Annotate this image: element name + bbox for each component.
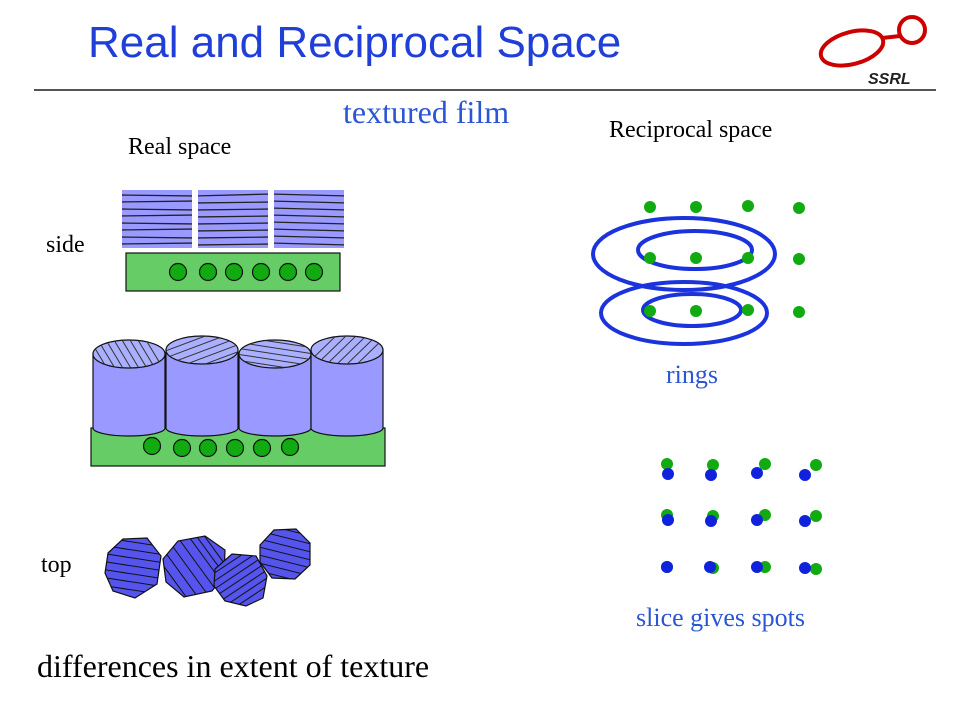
ssrl-logo: SSRL xyxy=(818,15,927,88)
reciprocal-spots-rings xyxy=(644,200,805,318)
slice-spots-label: slice gives spots xyxy=(636,603,805,632)
caption: differences in extent of texture xyxy=(37,648,430,684)
page-title: Real and Reciprocal Space xyxy=(88,18,622,67)
title-divider xyxy=(34,89,936,91)
top-grain-1 xyxy=(104,537,162,599)
slice-spots-green xyxy=(661,458,822,575)
rings-label: rings xyxy=(666,360,718,389)
column-grain-3 xyxy=(238,339,312,437)
top-grain-3 xyxy=(213,553,268,607)
column-grain-2 xyxy=(165,335,239,437)
platelet-grain-2 xyxy=(198,190,268,248)
reciprocal-rings xyxy=(591,216,777,346)
platelet-grain-1 xyxy=(122,190,192,248)
slice-spots-blue xyxy=(661,467,811,574)
column-grain-1 xyxy=(92,339,166,437)
side-label: side xyxy=(46,232,85,258)
logo-text: SSRL xyxy=(868,71,911,88)
platelet-grain-3 xyxy=(274,190,344,248)
substrate-top xyxy=(125,252,341,292)
real-space-label: Real space xyxy=(128,134,232,160)
column-grain-4 xyxy=(310,335,384,437)
reciprocal-space-label: Reciprocal space xyxy=(609,117,773,143)
top-grain-2 xyxy=(162,535,226,598)
top-label: top xyxy=(41,552,72,578)
subtitle: textured film xyxy=(343,94,510,130)
